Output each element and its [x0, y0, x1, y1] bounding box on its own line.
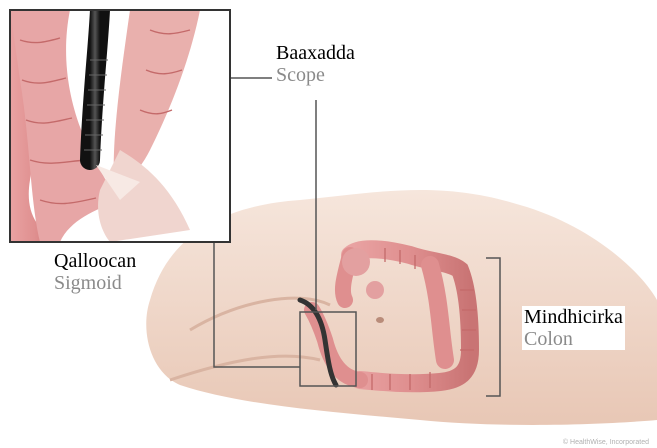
sigmoid-label: Qalloocan Sigmoid [52, 250, 138, 294]
sigmoid-label-somali: Qalloocan [54, 250, 136, 272]
scope-label: Baaxadda Scope [274, 42, 357, 86]
copyright-credit: © HealthWise, Incorporated [563, 439, 649, 446]
sigmoid-label-english: Sigmoid [54, 272, 136, 294]
scope-label-somali: Baaxadda [276, 42, 355, 64]
colon-label-somali: Mindhicirka [524, 306, 623, 328]
colon-label-english: Colon [524, 328, 623, 350]
colon-label: Mindhicirka Colon [522, 306, 625, 350]
scope-label-english: Scope [276, 64, 355, 86]
inset-closeup [10, 10, 230, 242]
